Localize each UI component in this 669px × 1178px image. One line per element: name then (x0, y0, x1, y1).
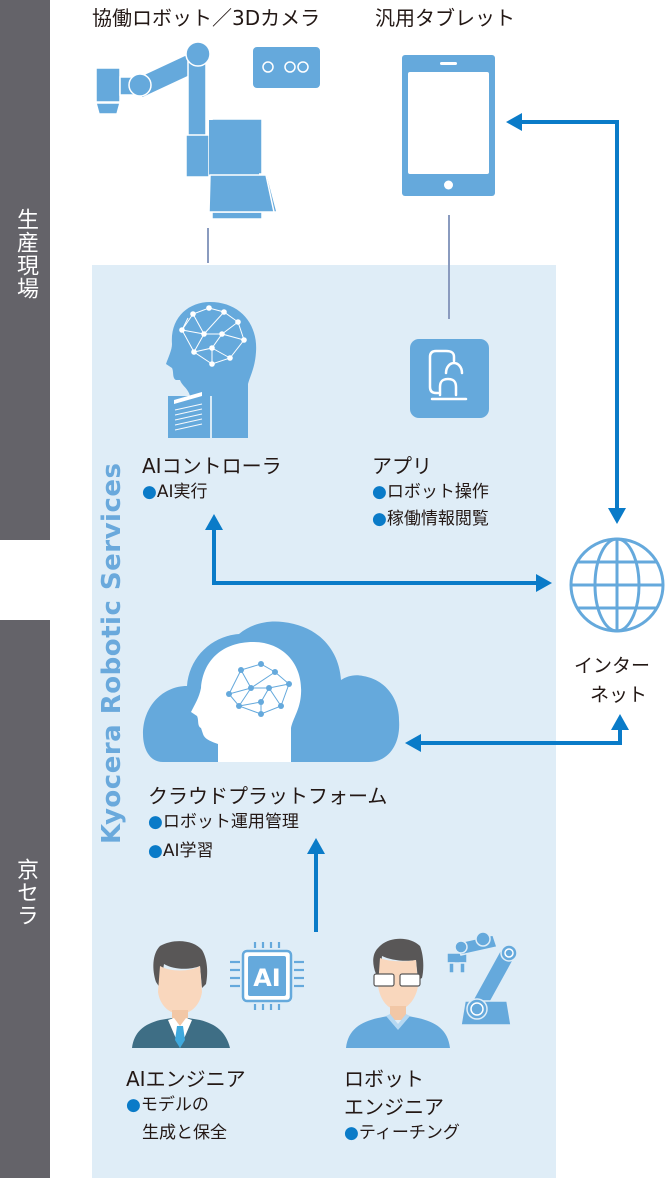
app-icon (410, 339, 489, 418)
bullet-dot: ● (142, 482, 157, 502)
arrowhead-to-internet-bottom (611, 714, 629, 730)
arrowhead-to-internet-left (536, 574, 552, 592)
bullet-dot: ● (372, 482, 387, 502)
app-bullet-2: ●稼働情報閲覧 (372, 506, 489, 533)
bullet-dot: ● (148, 812, 163, 832)
ai-chip-icon: AI (230, 942, 304, 1010)
bullet-text: ティーチング (358, 1123, 460, 1143)
cloud-bullet-1: ●ロボット運用管理 (148, 809, 299, 836)
arrowhead-to-controller (205, 514, 223, 530)
controller-internet-line (212, 528, 538, 585)
arrowhead-to-internet-top (608, 508, 626, 524)
bullet-dot: ● (372, 509, 387, 529)
cloud-internet-line (420, 728, 622, 745)
bullet-dot: ● (148, 841, 163, 861)
globe-icon (569, 537, 665, 633)
ai-engineer-title: AIエンジニア (126, 1067, 246, 1091)
kyocera-section-label: 京セラ (13, 858, 38, 927)
factory-section-label: 生産現場 (13, 208, 38, 300)
arrowhead-to-tablet (506, 113, 522, 131)
mini-robot-arm-icon (446, 931, 518, 1026)
bullet-dot: ● (126, 1095, 141, 1115)
camera-3d-icon (253, 47, 320, 88)
cloud-ai-icon (143, 621, 400, 762)
bullet-text: モデルの (140, 1095, 209, 1115)
internet-title-line2: ネット (590, 684, 648, 706)
app-title: アプリ (372, 454, 432, 478)
bullet-text: ロボット運用管理 (162, 812, 299, 832)
cloud-bullet-2: ●AI学習 (148, 838, 214, 865)
internet-title-line1: インター (574, 655, 651, 677)
ai-controller-bullet: ●AI実行 (142, 479, 208, 506)
app-bullet-1: ●ロボット操作 (372, 479, 489, 506)
robot-to-controller-line (207, 228, 209, 263)
tablet-to-app-line (448, 215, 450, 319)
robot-camera-title: 協働ロボット／3Dカメラ (92, 6, 321, 30)
cloud-title: クラウドプラットフォーム (148, 784, 388, 808)
ai-controller-title: AIコントローラ (142, 454, 282, 478)
ai-chip-label: AI (253, 964, 281, 992)
robot-engineer-title-line2: エンジニア (344, 1095, 444, 1119)
robot-engineer-title-line1: ロボット (344, 1067, 424, 1091)
tablet-internet-line (520, 120, 619, 512)
tablet-icon (402, 55, 495, 196)
ai-head-icon (166, 302, 257, 438)
ai-engineer-icon (132, 941, 230, 1048)
bullet-dot: ● (344, 1123, 359, 1143)
bullet-text: 稼働情報閲覧 (386, 509, 489, 529)
robot-engineer-icon (346, 938, 450, 1048)
arrowhead-to-cloud (405, 734, 421, 752)
robot-arm-icon (95, 41, 278, 220)
arrowhead-up-to-cloud (307, 838, 325, 854)
ai-engineer-bullet: ●モデルの (126, 1092, 209, 1119)
tablet-title: 汎用タブレット (375, 6, 515, 30)
kyocera-section-bar (0, 620, 50, 1178)
robot-engineer-bullet: ●ティーチング (344, 1120, 460, 1147)
bullet-text: AI実行 (156, 482, 208, 502)
ai-engineer-bullet-cont: 生成と保全 (142, 1123, 227, 1143)
factory-section-bar (0, 0, 50, 540)
bullet-text: ロボット操作 (386, 482, 489, 502)
bullet-text: AI学習 (162, 841, 214, 861)
